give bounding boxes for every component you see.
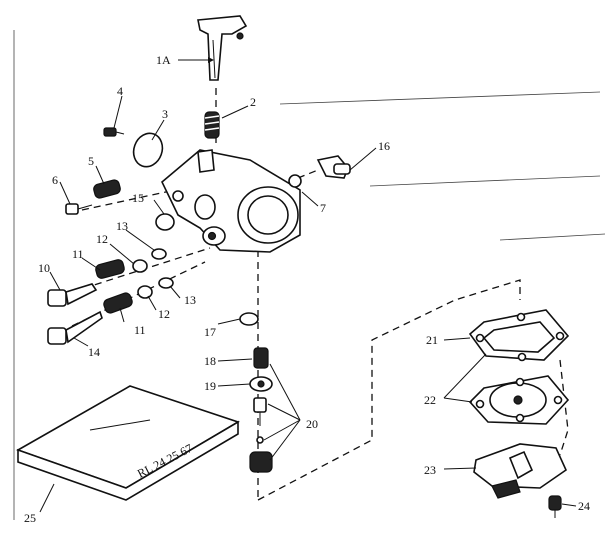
scan-line (369, 175, 601, 187)
label-23: 23 (424, 463, 436, 477)
pump-cover-part (473, 443, 568, 499)
label-12-upper: 12 (96, 232, 108, 246)
leader-line (81, 257, 101, 271)
label-16: 16 (378, 139, 390, 153)
diaphragm-gasket-part (468, 309, 570, 362)
label-19: 19 (204, 379, 216, 393)
label-18: 18 (204, 354, 216, 368)
label-14: 14 (88, 345, 100, 359)
label-5: 5 (88, 154, 94, 168)
leader-line (95, 165, 105, 185)
label-24: 24 (578, 499, 590, 513)
throttle-spring-part (204, 111, 220, 139)
label-6: 6 (52, 173, 58, 187)
arrow-head-icon (208, 57, 214, 63)
leader-line (169, 285, 181, 299)
leader-line (39, 483, 55, 513)
leader-line (119, 307, 125, 323)
leader-line (301, 191, 319, 207)
assembly-path (559, 359, 569, 456)
assembly-path (81, 189, 176, 211)
leader-line (147, 295, 157, 311)
label-11-upper: 11 (72, 247, 84, 261)
label-10: 10 (38, 261, 50, 275)
leader-line (221, 105, 249, 119)
leader-line (59, 181, 71, 205)
inlet-spring-part (253, 347, 269, 369)
leader-line (269, 363, 301, 421)
leader-line (113, 95, 123, 129)
cover-screw-part (548, 495, 562, 518)
leader-line (125, 229, 155, 251)
diaphragm-part (468, 375, 570, 425)
label-13-lower: 13 (184, 293, 196, 307)
label-15: 15 (132, 191, 144, 205)
repair-manual-part: RL 24 25 67 (16, 385, 240, 501)
label-25: 25 (24, 511, 36, 525)
leader-line (443, 353, 487, 399)
leader-line (443, 467, 477, 470)
leader-line (153, 199, 165, 215)
throttle-shaft-part (197, 15, 248, 81)
leader-line (349, 147, 377, 171)
label-17: 17 (204, 325, 216, 339)
label-13-upper: 13 (116, 219, 128, 233)
carburetor-body-part (161, 149, 301, 253)
label-7: 7 (320, 201, 326, 215)
inlet-needle-part (249, 397, 273, 473)
inlet-washer-part (249, 376, 273, 392)
leader-line (217, 318, 241, 325)
leader-line (217, 358, 253, 362)
leader-line (443, 337, 471, 341)
leader-line (73, 337, 89, 347)
leader-line (109, 243, 135, 265)
idle-spring-part (93, 179, 121, 199)
leader-line (263, 419, 301, 441)
assembly-path (297, 169, 319, 179)
label-3: 3 (162, 107, 168, 121)
label-22: 22 (424, 393, 436, 407)
leader-line (217, 383, 251, 387)
mixture-needle-part (47, 283, 98, 307)
leader-line (267, 403, 301, 421)
label-11-lower: 11 (134, 323, 146, 337)
plate-screw-part (103, 127, 125, 137)
scan-line (499, 233, 606, 241)
throttle-plate-part (132, 132, 164, 168)
leader-line (561, 503, 577, 507)
o-ring-part (132, 248, 174, 299)
label-2: 2 (250, 95, 256, 109)
leader-line (269, 419, 301, 461)
idle-screw-part (65, 203, 93, 215)
label-12-lower: 12 (158, 307, 170, 321)
label-1a: 1A (156, 53, 171, 67)
leader-line (443, 397, 473, 403)
needle-seat-disk-part (239, 312, 259, 326)
inlet-fitting-part (316, 155, 351, 179)
leader-line (49, 271, 61, 291)
welch-plug-part (288, 174, 302, 188)
leader-line (151, 119, 165, 141)
scan-line (279, 91, 601, 105)
label-20: 20 (306, 417, 318, 431)
needle-spring-part (95, 259, 133, 314)
seal-part (155, 213, 175, 231)
label-21: 21 (426, 333, 438, 347)
mixture-needle-part (47, 310, 103, 345)
label-4: 4 (117, 84, 123, 98)
